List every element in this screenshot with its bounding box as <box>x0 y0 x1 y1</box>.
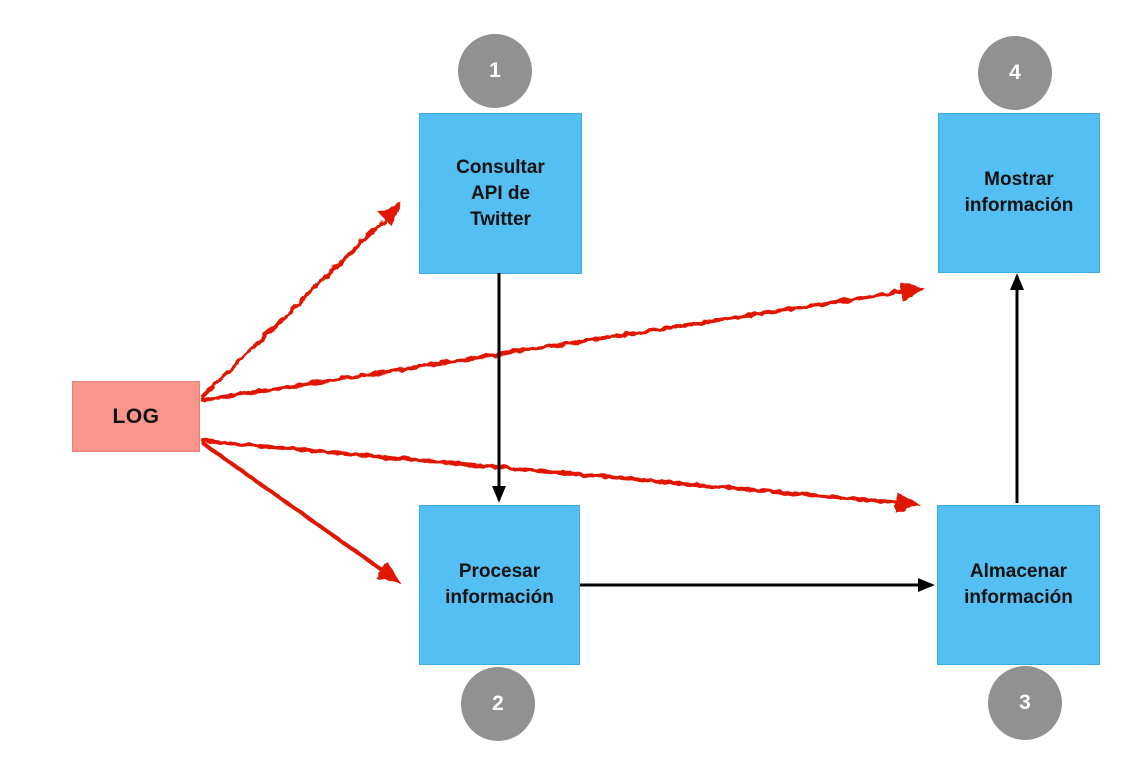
node-consultar-api-de-twitter: Consultar API de Twitter <box>419 113 582 274</box>
step-number-2: 2 <box>492 692 504 715</box>
node-mostrar-label: Mostrar información <box>964 169 1074 216</box>
node-almacenar-informacion: Almacenar información <box>937 505 1100 665</box>
step-badge-3: 3 <box>988 666 1062 740</box>
node-procesar-informacion: Procesar información <box>419 505 580 665</box>
step-number-3: 3 <box>1019 691 1031 714</box>
arrow-log-to-procesar <box>202 442 401 584</box>
node-log-label: LOG <box>112 404 160 428</box>
arrow-log-to-mostrar <box>201 281 925 402</box>
node-procesar-label: Procesar información <box>445 561 554 608</box>
node-mostrar-informacion: Mostrar información <box>938 113 1100 273</box>
node-consultar-label: Consultar API de Twitter <box>456 156 545 230</box>
node-log: LOG <box>72 381 200 452</box>
arrow-log-to-almacenar <box>202 439 920 513</box>
arrow-log-to-consultar <box>201 202 403 398</box>
step-badge-1: 1 <box>458 34 532 108</box>
step-badge-4: 4 <box>978 36 1052 110</box>
node-almacenar-label: Almacenar información <box>964 561 1073 608</box>
step-badge-2: 2 <box>461 667 535 741</box>
step-number-1: 1 <box>489 59 501 82</box>
step-number-4: 4 <box>1009 61 1021 84</box>
